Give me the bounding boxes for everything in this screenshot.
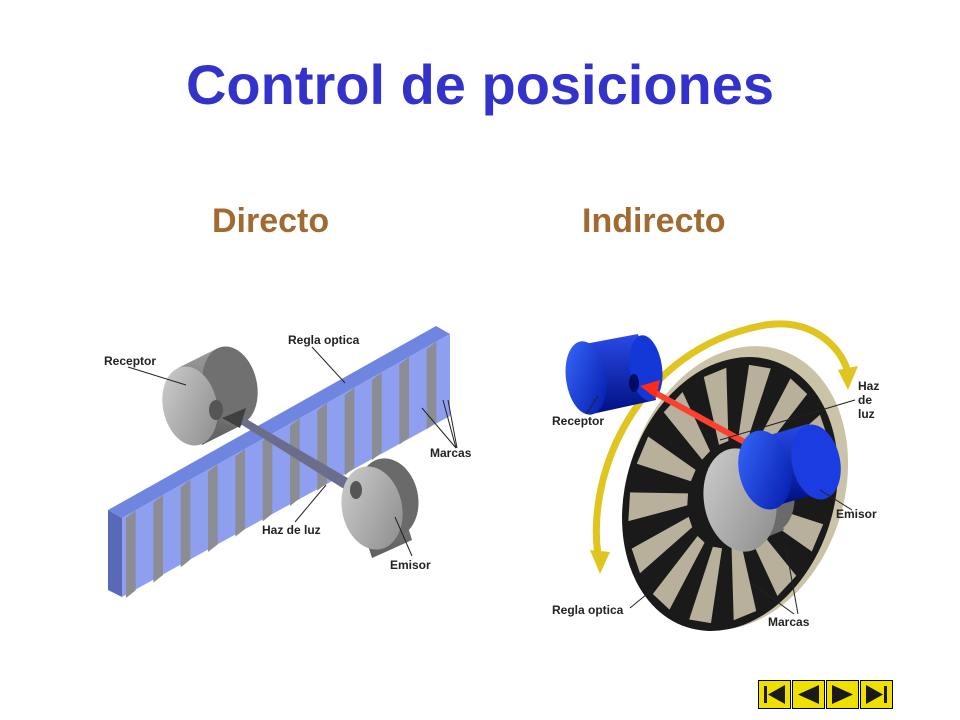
first-icon: [758, 680, 791, 709]
direct-leader-lines: [127, 346, 458, 557]
heading-directo: Directo: [212, 202, 330, 240]
nav-prev-button[interactable]: [792, 680, 825, 709]
ruler-mark: [235, 449, 245, 537]
direct-diagram: Receptor Regla optica Marcas Haz de luz …: [104, 326, 472, 598]
disc-sector: [737, 364, 771, 442]
emitter-cylinder: [341, 458, 419, 558]
ruler-mark: [290, 418, 300, 506]
ruler-mark: [372, 372, 382, 460]
label-haz-line3: luz: [858, 407, 875, 421]
label-regla-indirect: Regla optica: [552, 603, 624, 617]
nav-last-button[interactable]: [860, 680, 893, 709]
label-haz-line1: Haz: [858, 379, 879, 393]
slide-title: Control de posiciones: [185, 53, 775, 116]
disc-sector: [652, 535, 705, 610]
ruler-mark: [426, 341, 437, 430]
optical-ruler: [108, 326, 450, 598]
nav-first-button[interactable]: [758, 680, 791, 709]
nav-next-button[interactable]: [826, 680, 859, 709]
rotation-arrow: [590, 320, 858, 574]
label-haz-direct: Haz de luz: [262, 523, 321, 537]
disc-sector: [628, 492, 689, 522]
next-icon: [826, 680, 859, 709]
disc-sector: [689, 546, 723, 624]
ruler-mark: [399, 357, 409, 445]
disc-sector: [703, 367, 729, 445]
receptor-cylinder: [162, 346, 258, 446]
label-marcas-indirect: Marcas: [768, 615, 810, 629]
ruler-mark: [153, 495, 163, 583]
ruler-mark: [262, 433, 273, 522]
indirect-diagram: Receptor Haz de luz Emisor Regla optica …: [552, 320, 879, 631]
red-beam: [640, 380, 750, 447]
disc-sector: [636, 436, 696, 482]
light-beam: [222, 408, 358, 494]
ruler-mark: [344, 387, 355, 476]
label-haz-line2: de: [858, 393, 872, 407]
ruler-mark: [208, 464, 218, 552]
ruler-mark: [126, 510, 136, 598]
disc-sector: [663, 392, 711, 460]
ruler-marks: [126, 341, 437, 598]
label-emisor-indirect: Emisor: [836, 507, 877, 521]
disc-sector: [631, 516, 693, 574]
indirect-leader-lines: [585, 395, 856, 615]
label-regla-direct: Regla optica: [288, 333, 360, 347]
disc-sector: [731, 543, 757, 621]
receptor-blue-cylinder: [565, 334, 663, 415]
label-emisor-direct: Emisor: [390, 558, 431, 572]
prev-icon: [792, 680, 825, 709]
heading-indirecto: Indirecto: [582, 202, 726, 240]
last-icon: [860, 680, 893, 709]
ruler-mark: [180, 479, 191, 568]
emitter-blue-cylinder: [738, 424, 841, 510]
label-marcas-direct: Marcas: [430, 446, 472, 460]
label-receptor-direct: Receptor: [104, 354, 156, 368]
label-receptor-indirect: Receptor: [552, 414, 604, 428]
ruler-mark: [317, 403, 327, 491]
